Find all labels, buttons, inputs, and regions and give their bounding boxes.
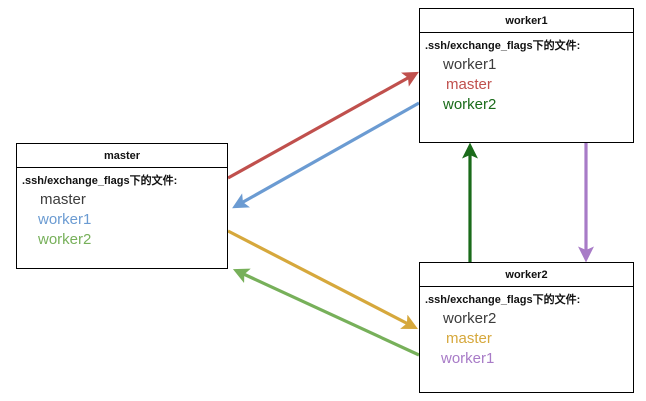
node-worker1-file-1: master [446, 76, 492, 93]
arrow-master-to-worker2 [227, 229, 418, 330]
node-worker2-file-1: master [446, 330, 492, 347]
node-master-header: master [17, 144, 227, 168]
node-worker1-body: .ssh/exchange_flags下的文件: worker1 master … [420, 33, 633, 115]
node-master[interactable]: master .ssh/exchange_flags下的文件: master w… [16, 143, 228, 269]
node-worker2-file-2: worker1 [441, 350, 495, 367]
node-worker2-file-0: worker2 [443, 310, 497, 327]
node-master-file-0: master [40, 191, 86, 208]
node-master-file-2: worker2 [38, 231, 92, 248]
node-master-body: .ssh/exchange_flags下的文件: master worker1 … [17, 168, 227, 250]
node-worker1[interactable]: worker1 .ssh/exchange_flags下的文件: worker1… [419, 8, 634, 143]
arrow-master-to-worker1 [227, 71, 419, 180]
node-worker2-header: worker2 [420, 263, 633, 287]
node-worker1-path-label: .ssh/exchange_flags下的文件: [425, 40, 581, 52]
node-master-path-label: .ssh/exchange_flags下的文件: [22, 175, 178, 187]
arrow-worker1-to-master [232, 101, 420, 209]
node-worker2[interactable]: worker2 .ssh/exchange_flags下的文件: worker2… [419, 262, 634, 393]
node-worker2-path-label: .ssh/exchange_flags下的文件: [425, 294, 581, 306]
node-worker2-body: .ssh/exchange_flags下的文件: worker2 master … [420, 287, 633, 369]
node-worker1-header: worker1 [420, 9, 633, 33]
arrow-worker2-to-master [232, 268, 420, 357]
node-master-file-1: worker1 [38, 211, 92, 228]
node-worker1-file-2: worker2 [443, 96, 497, 113]
node-worker1-file-0: worker1 [443, 56, 497, 73]
